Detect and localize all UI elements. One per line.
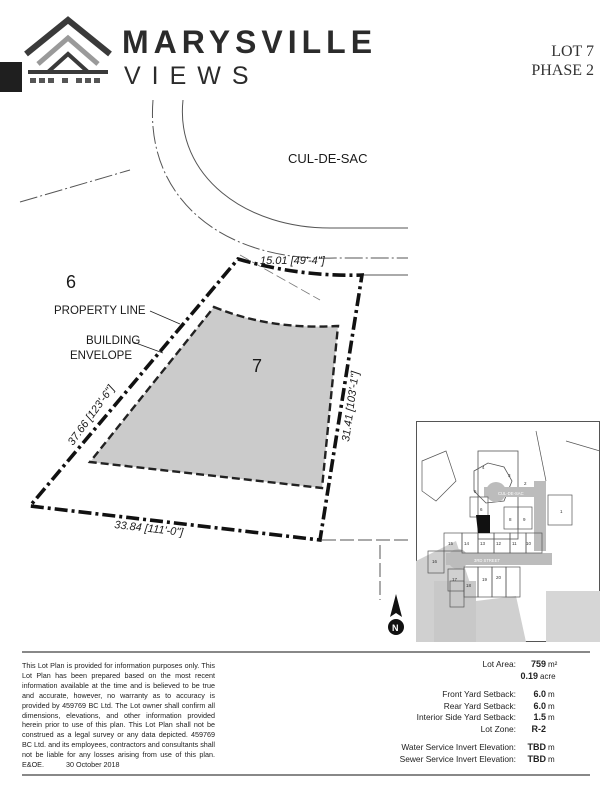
lot-plan-drawing: CUL-DE-SAC 6 7 PROPERTY LINE BUILDING EN… bbox=[19, 100, 408, 635]
right-dimension: 31.41 [103'-1"] bbox=[340, 370, 362, 443]
keymap-lot-12: 12 bbox=[496, 541, 502, 546]
building-envelope-leader bbox=[132, 341, 164, 354]
lot-zone-value: R-2 bbox=[531, 723, 546, 734]
lot-area-unit-acre: acre bbox=[540, 671, 556, 681]
brand-subname: VIEWS bbox=[124, 62, 260, 90]
lot-area-acre: 0.19 bbox=[520, 670, 538, 681]
property-line-leader bbox=[149, 310, 181, 325]
keymap-lot-8: 8 bbox=[509, 517, 512, 522]
keymap-lot-18: 18 bbox=[466, 583, 472, 588]
keymap-street-2: 3RD STREET bbox=[474, 558, 501, 563]
lot-number: 7 bbox=[252, 356, 262, 376]
footer-divider-bottom bbox=[22, 774, 590, 776]
lot-7-highlight bbox=[476, 515, 490, 533]
lot-area-unit-m2: m² bbox=[548, 660, 558, 669]
front-setback-unit: m bbox=[548, 690, 555, 699]
side-setback-label: Interior Side Yard Setback: bbox=[416, 712, 516, 722]
water-elevation-value: TBD bbox=[527, 742, 547, 752]
rear-setback-value: 6.0 bbox=[533, 700, 546, 711]
keymap-lot-6: 6 bbox=[480, 507, 483, 512]
water-elevation-unit: m bbox=[548, 743, 555, 752]
plan-date: 30 October 2018 bbox=[65, 760, 120, 770]
footer-divider-top bbox=[22, 651, 590, 653]
sewer-elevation-label: Sewer Service Invert Elevation: bbox=[399, 753, 516, 764]
property-line-label: PROPERTY LINE bbox=[54, 305, 146, 317]
brand-name: MARYSVILLE bbox=[122, 24, 378, 60]
cul-de-sac-curb-inner bbox=[151, 100, 408, 259]
keymap-lot-3: 3 bbox=[508, 473, 511, 478]
keymap-lot-20: 20 bbox=[496, 575, 502, 580]
building-envelope-label-1: BUILDING bbox=[86, 335, 140, 347]
keymap-lot-13: 13 bbox=[480, 541, 486, 546]
adjacent-lot-number: 6 bbox=[66, 272, 76, 292]
rear-setback-unit: m bbox=[548, 701, 555, 711]
lot-stats: Lot Area: 759 m² 0.19 acre Front Yard Se… bbox=[304, 659, 564, 765]
sewer-elevation-unit: m bbox=[548, 754, 555, 764]
keymap-lot-19: 19 bbox=[482, 577, 488, 582]
front-dimension: 15.01 [49'-4"] bbox=[260, 255, 326, 267]
north-arrow-icon: N bbox=[388, 594, 404, 635]
disclaimer: This Lot Plan is provided for informatio… bbox=[22, 661, 215, 770]
sewer-elevation-value: TBD bbox=[527, 753, 547, 764]
keymap-lot-4: 4 bbox=[482, 465, 485, 470]
lot-label: LOT 7 bbox=[551, 43, 594, 60]
keymap-lot-16: 16 bbox=[432, 559, 438, 564]
marysville-views-logo bbox=[24, 16, 112, 83]
lot-area-label: Lot Area: bbox=[482, 659, 516, 669]
key-map: CUL-DE-SAC 3RD STREET 1 2 3 4 5 6 8 9 10… bbox=[416, 421, 600, 642]
lot-zone-row: Lot Zone: R-2 bbox=[304, 724, 564, 736]
water-elevation-row: Water Service Invert Elevation: TBD m bbox=[304, 742, 564, 754]
front-setback-row: Front Yard Setback: 6.0 m bbox=[304, 689, 564, 701]
lot-area-m2: 759 bbox=[530, 659, 546, 669]
sewer-elevation-row: Sewer Service Invert Elevation: TBD m bbox=[304, 754, 564, 766]
side-setback-row: Interior Side Yard Setback: 1.5 m bbox=[304, 712, 564, 724]
keymap-lot-5: 5 bbox=[474, 489, 477, 494]
front-setback-value: 6.0 bbox=[533, 689, 546, 699]
keymap-lot-1: 1 bbox=[560, 509, 563, 514]
keymap-lot-2: 2 bbox=[524, 481, 527, 486]
side-setback-value: 1.5 bbox=[533, 712, 546, 722]
keymap-lot-15: 15 bbox=[448, 541, 454, 546]
disclaimer-text: This Lot Plan is provided for informatio… bbox=[22, 661, 215, 770]
side-setback-unit: m bbox=[548, 713, 555, 722]
cul-de-sac-curb bbox=[181, 100, 408, 229]
lot-zone-label: Lot Zone: bbox=[480, 723, 516, 734]
north-label: N bbox=[392, 623, 399, 633]
keymap-street-1: CUL-DE-SAC bbox=[498, 491, 524, 496]
lot-identifier: LOT 7 PHASE 2 bbox=[531, 42, 594, 80]
keymap-lot-17: 17 bbox=[452, 577, 458, 582]
lot-area-acre-row: 0.19 acre bbox=[304, 671, 564, 683]
rear-setback-row: Rear Yard Setback: 6.0 m bbox=[304, 701, 564, 713]
keymap-lot-9: 9 bbox=[523, 517, 526, 522]
rear-setback-label: Rear Yard Setback: bbox=[443, 700, 516, 711]
phase-label: PHASE 2 bbox=[531, 62, 594, 79]
keymap-lot-14: 14 bbox=[464, 541, 470, 546]
property-line bbox=[26, 256, 365, 542]
keymap-lot-11: 11 bbox=[512, 541, 517, 546]
building-envelope bbox=[87, 305, 340, 490]
lot-area-row: Lot Area: 759 m² bbox=[304, 659, 564, 671]
front-setback-label: Front Yard Setback: bbox=[442, 689, 516, 699]
water-elevation-label: Water Service Invert Elevation: bbox=[401, 742, 516, 752]
street-label: CUL-DE-SAC bbox=[288, 151, 367, 166]
keymap-lot-10: 10 bbox=[526, 541, 532, 546]
corner-tab bbox=[0, 62, 22, 92]
building-envelope-label-2: ENVELOPE bbox=[70, 350, 132, 362]
